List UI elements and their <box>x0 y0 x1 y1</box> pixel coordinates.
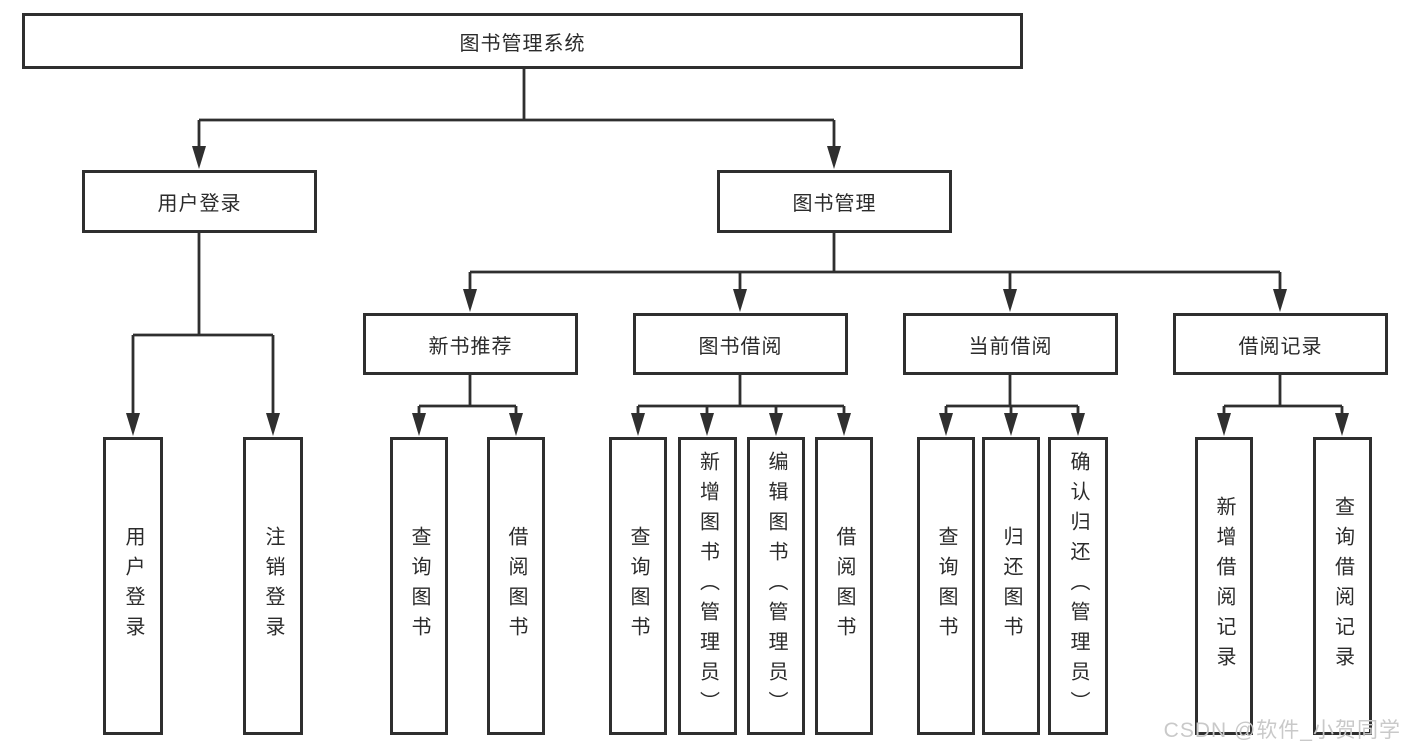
arrowhead-icon <box>1273 289 1287 312</box>
node-label: 借阅图书 <box>833 526 855 646</box>
arrowhead-icon <box>509 413 523 436</box>
leaf-query-books-current: 查询图书 <box>917 437 975 735</box>
arrowhead-icon <box>939 413 953 436</box>
leaf-user-login: 用户登录 <box>103 437 163 735</box>
node-label: 查询图书 <box>935 526 957 646</box>
node-label: 借阅记录 <box>1238 335 1323 358</box>
node-book-borrow: 图书借阅 <box>633 313 848 375</box>
node-label: 查询图书 <box>408 526 430 646</box>
leaf-borrow-books-recommend: 借阅图书 <box>487 437 545 735</box>
arrowhead-icon <box>631 413 645 436</box>
leaf-query-books-borrow: 查询图书 <box>609 437 667 735</box>
leaf-logout: 注销登录 <box>243 437 303 735</box>
node-label: 新增借阅记录 <box>1213 496 1235 676</box>
node-label: 归还图书 <box>1000 526 1022 646</box>
node-label: 用户登录 <box>122 526 144 646</box>
csdn-watermark: CSDN @软件_小贺同学 <box>1163 719 1401 742</box>
arrowhead-icon <box>837 413 851 436</box>
node-current-borrow: 当前借阅 <box>903 313 1118 375</box>
arrowhead-icon <box>463 289 477 312</box>
node-root-system: 图书管理系统 <box>22 13 1023 69</box>
arrowhead-icon <box>1217 413 1231 436</box>
leaf-query-books-recommend: 查询图书 <box>390 437 448 735</box>
node-new-book-recommend: 新书推荐 <box>363 313 578 375</box>
node-label: 查询图书 <box>627 526 649 646</box>
arrowhead-icon <box>1003 289 1017 312</box>
arrowhead-icon <box>126 413 140 436</box>
node-label: 新书推荐 <box>428 335 513 358</box>
node-label: 用户登录 <box>157 193 242 215</box>
leaf-return-books: 归还图书 <box>982 437 1040 735</box>
node-label: 图书借阅 <box>698 335 783 358</box>
arrowhead-icon <box>700 413 714 436</box>
node-label: 注销登录 <box>262 526 284 646</box>
node-label: 查询借阅记录 <box>1331 496 1354 676</box>
node-label: 当前借阅 <box>968 335 1053 358</box>
leaf-borrow-books: 借阅图书 <box>815 437 873 735</box>
node-label: 新增图书（管理员） <box>696 451 719 721</box>
arrowhead-icon <box>1004 413 1018 436</box>
leaf-edit-books-admin: 编辑图书（管理员） <box>747 437 805 735</box>
node-label: 编辑图书（管理员） <box>765 451 787 721</box>
node-borrow-records: 借阅记录 <box>1173 313 1388 375</box>
arrowhead-icon <box>733 289 747 312</box>
leaf-query-borrow-record: 查询借阅记录 <box>1313 437 1372 735</box>
leaf-add-borrow-record: 新增借阅记录 <box>1195 437 1253 735</box>
node-label: 图书管理 <box>792 193 877 215</box>
node-user-login-branch: 用户登录 <box>82 170 317 233</box>
arrowhead-icon <box>769 413 783 436</box>
node-book-management-branch: 图书管理 <box>717 170 952 233</box>
arrowhead-icon <box>827 146 841 169</box>
node-label: 借阅图书 <box>505 526 527 646</box>
node-label: 确认归还（管理员） <box>1067 451 1089 721</box>
leaf-confirm-return-admin: 确认归还（管理员） <box>1048 437 1108 735</box>
arrowhead-icon <box>1335 413 1349 436</box>
arrowhead-icon <box>412 413 426 436</box>
connector-lines <box>131 69 1344 413</box>
arrowhead-icon <box>1071 413 1085 436</box>
arrowhead-icon <box>266 413 280 436</box>
leaf-add-books-admin: 新增图书（管理员） <box>678 437 737 735</box>
node-label: 图书管理系统 <box>459 32 586 55</box>
arrowhead-icon <box>192 146 206 169</box>
arrowheads <box>126 146 1349 436</box>
